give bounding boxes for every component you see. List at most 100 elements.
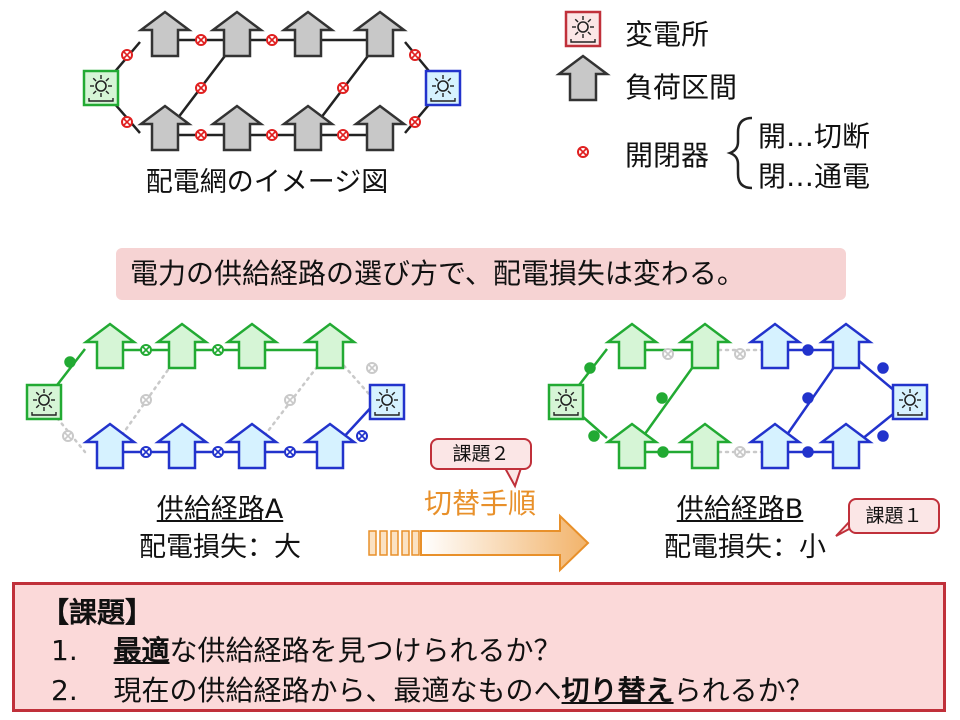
load-section-icon: [747, 322, 803, 370]
switch-icon: [877, 430, 889, 442]
switch-cross: [411, 118, 419, 126]
substation-base: [897, 412, 923, 416]
substation-ray: [105, 90, 110, 95]
switch-icon: [734, 348, 746, 360]
switch-dot: [64, 356, 76, 368]
switch-cross: [339, 84, 347, 92]
load-section-icon: [137, 10, 193, 58]
load-section-shape: [280, 10, 336, 58]
substation-ray: [570, 404, 575, 409]
substation-icon: [424, 69, 462, 107]
load-section-icon: [82, 322, 138, 370]
switch-dot: [657, 446, 669, 458]
legend-graphics: [555, 10, 753, 190]
switch-icon: [877, 362, 889, 374]
switch-icon: [121, 49, 133, 61]
loss-banner: 電力の供給経路の選び方で、配電損失は変わる。: [116, 248, 846, 300]
substation-base: [31, 412, 57, 416]
substation-ray: [92, 90, 97, 95]
load-section-shape: [209, 104, 265, 152]
callout-issue2-tail: [504, 467, 522, 489]
substation-base: [430, 98, 456, 102]
substation-icon: [368, 383, 406, 421]
load-section-shape: [677, 422, 733, 470]
load-section-icon: [209, 104, 265, 152]
switch-icon: [62, 430, 74, 442]
load-section-shape: [818, 422, 874, 470]
substation-ray: [391, 404, 396, 409]
issue-1-emphasis: 最適: [113, 634, 170, 667]
substation-ray: [574, 31, 579, 36]
load-section-shape: [154, 422, 210, 470]
load-section-icon: [604, 322, 660, 370]
switch-cross: [286, 448, 294, 456]
load-section-shape: [82, 322, 138, 370]
route-b-loss: 配電損失：小: [664, 532, 826, 563]
load-section-shape: [352, 10, 408, 58]
substation-base: [570, 39, 596, 43]
substation-ray: [48, 391, 53, 396]
feeder-line: [328, 348, 378, 404]
load-section-shape: [137, 10, 193, 58]
load-section-icon: [82, 422, 138, 470]
legend-substation-label: 変電所: [625, 18, 710, 51]
load-section-icon: [280, 104, 336, 152]
switch-dot: [656, 392, 668, 404]
substation-base: [88, 98, 114, 102]
substation-ray: [434, 90, 439, 95]
issues-box: 【課題】 1. 最適な供給経路を見つけられるか？ 2. 現在の供給経路から、最適…: [12, 582, 946, 712]
switch-cross: [123, 51, 131, 59]
switch-icon: [656, 392, 668, 404]
route-a-loss: 配電損失：大: [139, 532, 301, 563]
switch-icon: [212, 446, 224, 458]
substation-ray: [378, 404, 383, 409]
switch-icon: [662, 348, 674, 360]
switch-icon: [212, 344, 224, 356]
load-section-icon: [818, 322, 874, 370]
issue-item-2: 2. 現在の供給経路から、最適なものへ切り替えられるか？: [51, 669, 814, 709]
load-section-shape: [302, 322, 358, 370]
switch-icon: [140, 344, 152, 356]
load-section-icon: [154, 322, 210, 370]
switch-icon: [195, 82, 207, 94]
switch-cross: [411, 51, 419, 59]
load-section-icon: [604, 422, 660, 470]
load-section-shape: [137, 104, 193, 152]
switch-dot: [877, 430, 889, 442]
substation-ray: [391, 391, 396, 396]
switch-icon: [409, 116, 421, 128]
load-section-shape: [604, 322, 660, 370]
switch-icon: [409, 49, 421, 61]
switch-procedure-label: 切替手順: [423, 487, 536, 520]
substation-ray: [378, 391, 383, 396]
load-section-shape: [154, 322, 210, 370]
switch-icon: [121, 116, 133, 128]
load-section-icon: [352, 10, 408, 58]
callout-issue1-tail: [835, 519, 852, 537]
switch-icon: [140, 446, 152, 458]
switch-dot: [802, 446, 814, 458]
substation-icon: [82, 69, 120, 107]
switch-icon: [64, 356, 76, 368]
route-a-network: [25, 322, 406, 470]
switch-dot: [802, 392, 814, 404]
legend-switch-open-label: 開…切断: [758, 120, 871, 153]
switch-cross: [142, 396, 150, 404]
substation-ray: [105, 77, 110, 82]
switch-icon: [337, 129, 349, 141]
issue-1-text: な供給経路を見つけられるか？: [169, 634, 562, 667]
substation-sun: [577, 21, 589, 33]
substation-ray: [587, 31, 592, 36]
issue-item-1: 1. 最適な供給経路を見つけられるか？: [51, 629, 562, 669]
substation-sun: [95, 80, 107, 92]
switch-icon: [802, 392, 814, 404]
switch-cross: [214, 448, 222, 456]
switch-cross: [142, 448, 150, 456]
substation-ray: [35, 391, 40, 396]
switch-procedure-arrow: [368, 513, 590, 573]
switch-cross: [268, 36, 276, 44]
load-section-shape: [280, 104, 336, 152]
load-section-icon: [677, 322, 733, 370]
switch-cross: [197, 84, 205, 92]
switch-cross: [64, 432, 72, 440]
